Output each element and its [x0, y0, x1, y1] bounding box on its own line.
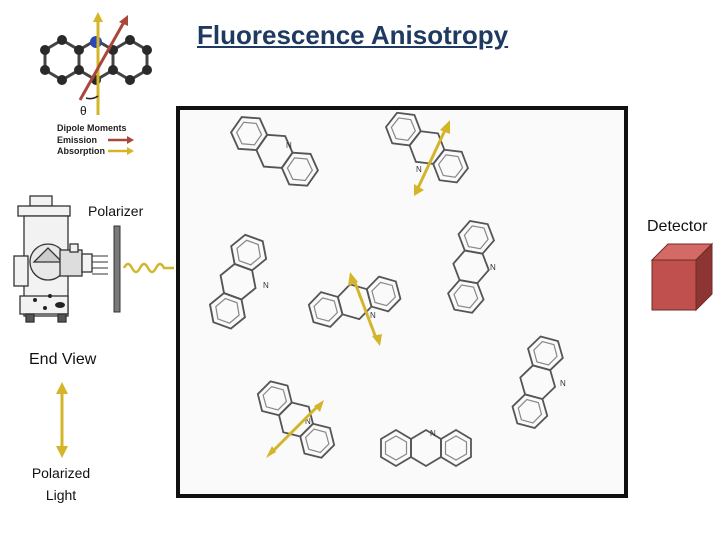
legend-absorption: Absorption — [57, 146, 105, 156]
n-atom-label-6: N — [560, 379, 566, 388]
legend-heading: Dipole Moments — [57, 123, 127, 133]
end-view-label: End View — [29, 351, 97, 368]
legend-emission: Emission — [57, 135, 98, 145]
n-atom-label-7: N — [305, 417, 311, 426]
polarizer-label: Polarizer — [88, 203, 144, 219]
n-atom-label-2: N — [416, 165, 422, 174]
n-atom-label-4: N — [490, 263, 496, 272]
polarized-light-label: Polarized Light — [31, 465, 91, 503]
page-title: Fluorescence Anisotropy — [197, 20, 509, 50]
n-atom-label-8: N — [430, 429, 436, 438]
n-atom-label-3: N — [263, 281, 269, 290]
detector-label: Detector — [647, 218, 708, 235]
n-atom-label-5: N — [370, 311, 376, 320]
n-atom-label-1: N — [286, 141, 292, 150]
theta-label: θ — [80, 104, 87, 118]
